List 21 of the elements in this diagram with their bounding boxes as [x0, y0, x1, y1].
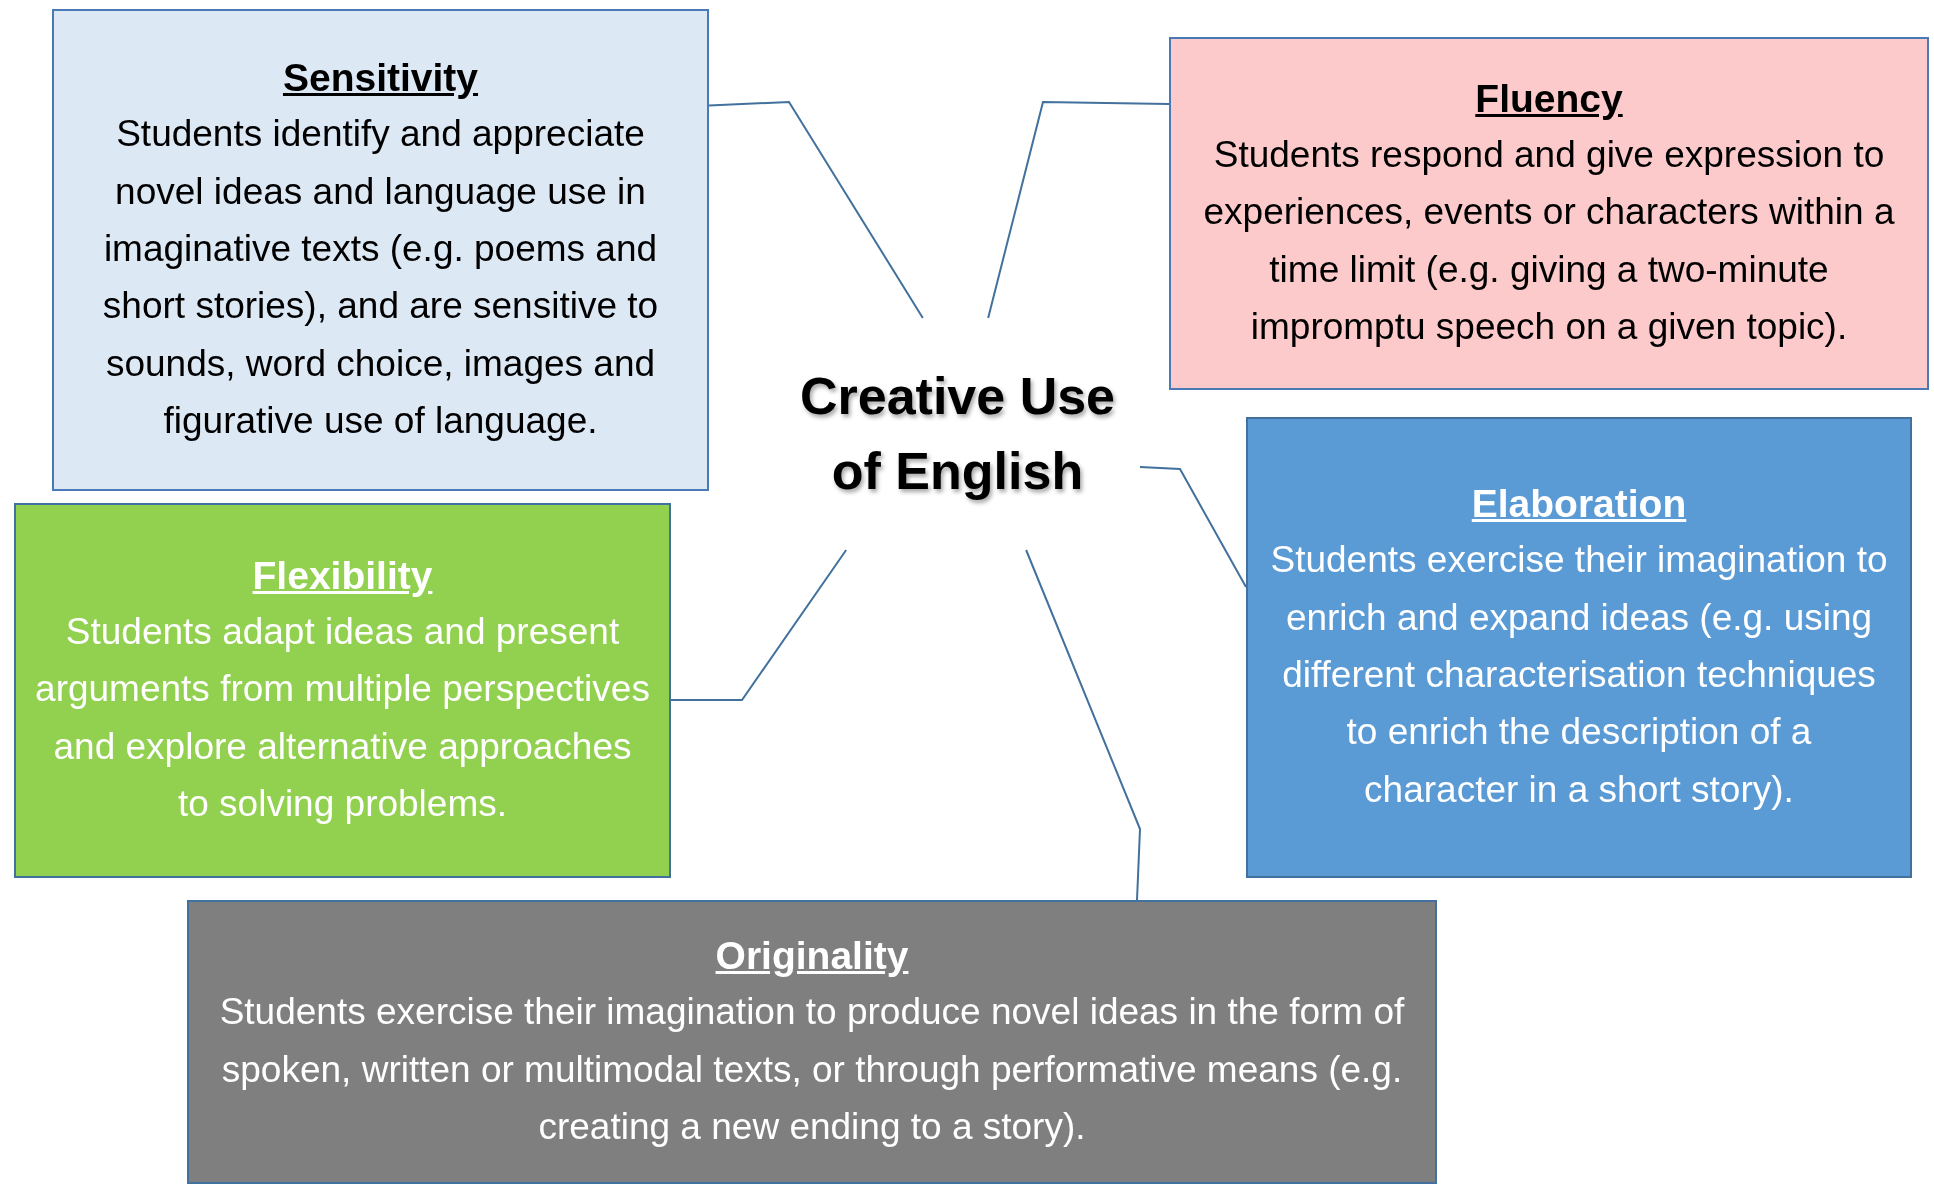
connector-line [1139, 465, 1247, 589]
box-description: Students identify and appreciate novel ideas and language use in imaginative texts (e.g. poems and short stories), and are sensitive to sounds, word choice, images and figurative use of language. [101, 112, 660, 443]
box-description: Students respond and give expression to experiences, events or characters within a time limit (e.g. giving a two-minute impromptu speech on a given topic). [1202, 133, 1896, 350]
info-box [1169, 37, 1929, 390]
box-heading: Originality [715, 932, 909, 979]
box-description: Students exercise their imagination to produce novel ideas in the form of spoken, written or multimodal texts, or through performative means (e.g. creating a new ending to a story). [218, 990, 1406, 1149]
box-heading: Elaboration [1471, 480, 1687, 527]
connector-line [1025, 549, 1141, 901]
info-box [14, 503, 671, 878]
info-box [187, 900, 1437, 1184]
box-heading: Sensitivity [282, 54, 479, 101]
box-heading: Fluency [1475, 75, 1623, 122]
connector-line [670, 549, 848, 701]
box-heading: Flexibility [252, 552, 433, 599]
box-description: Students exercise their imagination to enrich and expand ideas (e.g. using different characterisation techniques to enrich the description of a character in a short story). [1269, 538, 1889, 812]
connector-line [987, 101, 1170, 319]
connector-line [708, 100, 924, 319]
box-description: Students adapt ideas and present arguments from multiple perspectives and explore alternative approaches to solving problems. [34, 610, 651, 827]
info-box [52, 9, 709, 491]
info-box [1246, 417, 1912, 878]
topic-title: Creative Use of English [798, 365, 1117, 502]
